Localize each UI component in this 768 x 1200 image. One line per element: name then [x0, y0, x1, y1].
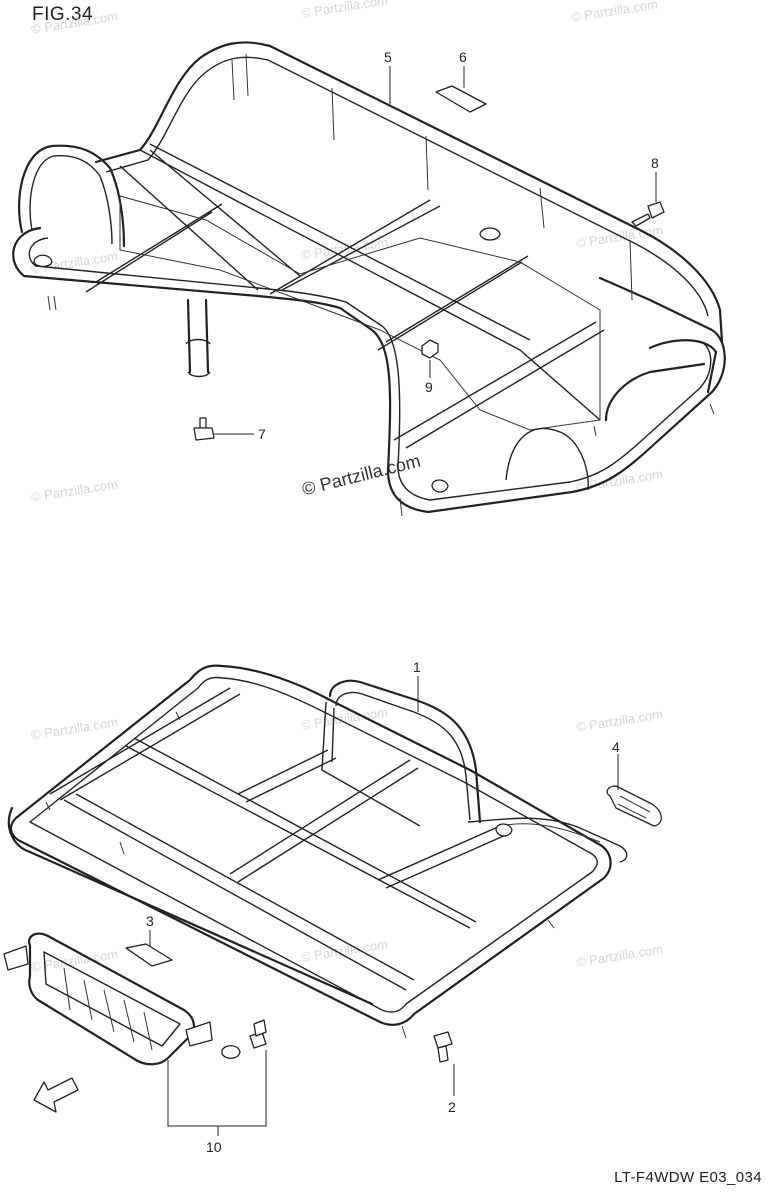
part-10-front-guard[interactable]: [3, 932, 267, 1066]
part-7-bolt[interactable]: [193, 417, 215, 441]
part-4-reflector-bracket[interactable]: [606, 785, 662, 827]
callout-2: 2: [448, 1099, 456, 1115]
callout-3: 3: [146, 913, 154, 929]
part-8-bolt[interactable]: [631, 201, 665, 227]
callout-10: 10: [206, 1139, 222, 1155]
callout-6: 6: [459, 49, 467, 65]
callout-8: 8: [651, 155, 659, 171]
figure-title: FIG.34: [32, 4, 94, 25]
rear-carrier-frame[interactable]: [12, 41, 726, 517]
callout-9: 9: [425, 379, 433, 395]
part-6-sticker[interactable]: [435, 85, 487, 113]
part-3-sticker[interactable]: [125, 943, 173, 967]
part-2-bolt[interactable]: [433, 1031, 453, 1063]
figure-code: LT-F4WDW E03_034: [614, 1169, 762, 1186]
front-carrier-frame[interactable]: [7, 664, 628, 1039]
callout-5: 5: [384, 49, 392, 65]
callout-7: 7: [258, 426, 266, 442]
leader-10: [167, 1050, 267, 1136]
forward-arrow-icon: [33, 1077, 79, 1113]
callout-1: 1: [413, 659, 421, 675]
callout-4: 4: [612, 739, 620, 755]
part-9-nut[interactable]: [421, 339, 439, 359]
